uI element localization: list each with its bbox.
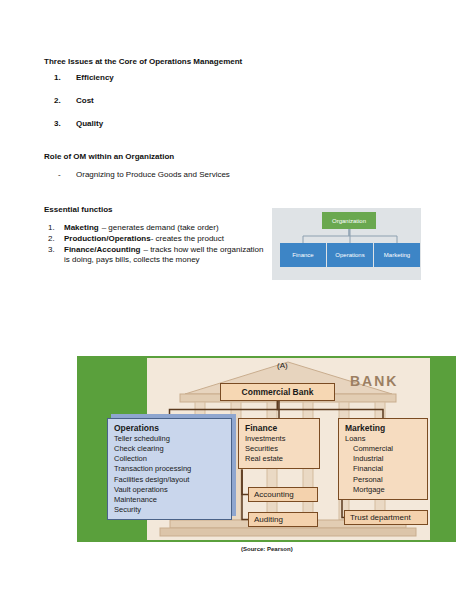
box-title: Marketing (375, 252, 419, 258)
box-title: Commercial Bank (224, 387, 331, 397)
watermark: BANK (350, 373, 398, 389)
box-title: Marketing (345, 423, 421, 434)
document-text: 2. (54, 96, 61, 105)
document-text: Maketing (64, 223, 99, 232)
text-row: 1. (48, 223, 55, 233)
box-title: Trust department (350, 513, 422, 522)
box-title: Finance (245, 423, 313, 434)
box-item: Vault operations (114, 485, 225, 495)
sub-box: Trust department (344, 510, 428, 525)
box-item: Real estate (245, 454, 313, 464)
document-text: Quality (76, 119, 103, 128)
box-item: Securities (245, 444, 313, 454)
box-title: Operations (328, 252, 372, 258)
box-item: Transaction processing (114, 464, 225, 474)
box-item: Mortgage (345, 485, 421, 495)
document-text: 1. (54, 73, 61, 82)
text-row: (A) (277, 361, 288, 371)
department-box: OperationsTeller schedulingCheck clearin… (107, 418, 232, 520)
text-row: - (58, 170, 61, 180)
text-row: BANK (350, 372, 398, 390)
text-row: Quality (76, 119, 103, 129)
green-frame (77, 356, 456, 542)
org-box: Operations (327, 243, 373, 267)
sub-box: Accounting (248, 487, 318, 502)
text-row: Three Issues at the Core of Operations M… (44, 57, 242, 67)
text-row: Finance/Accounting– tracks how well the … (64, 245, 264, 266)
text-row: Cost (76, 96, 94, 106)
document-text: - (58, 170, 61, 179)
text-row: 3. (48, 245, 55, 255)
text-row: Oragnizing to Produce Goods and Services (76, 170, 230, 180)
box-item: Financial (345, 464, 421, 474)
text-row: Efficiency (76, 73, 114, 83)
connector-line (170, 401, 278, 418)
box-title: Organization (323, 218, 375, 224)
org-box: Marketing (374, 243, 420, 267)
bank-box: Commercial Bank (220, 383, 335, 401)
box-item: Loans (345, 434, 421, 444)
department-box: FinanceInvestmentsSecuritiesReal estate (238, 418, 320, 469)
document-text: Oragnizing to Produce Goods and Services (76, 170, 230, 179)
box-title: Finance (281, 252, 325, 258)
sub-box: Auditing (248, 512, 318, 527)
box-title: Auditing (254, 515, 312, 524)
box-item: Maintenance (114, 495, 225, 505)
box-item: Collection (114, 454, 225, 464)
box-item: Industrial (345, 454, 421, 464)
box-item: Facilities design/layout (114, 475, 225, 485)
document-text: 3. (48, 245, 55, 254)
box-item: Check clearing (114, 444, 225, 454)
document-text: Production/Operations (64, 234, 151, 243)
bank-step (160, 528, 416, 536)
text-row: Production/Operations- creates the produ… (64, 234, 264, 244)
document-text: Role of OM within an Organization (44, 152, 174, 161)
text-row: 2. (54, 96, 61, 106)
text-row: Maketing– generates demand (take order) (64, 223, 264, 233)
box-item: Security (114, 505, 225, 515)
box-item: Commercial (345, 444, 421, 454)
box-title: Operations (114, 423, 225, 434)
connector-line (278, 401, 384, 418)
document-text: 2. (48, 234, 55, 243)
document-text: Efficiency (76, 73, 114, 82)
text-row: 3. (54, 119, 61, 129)
document-text: Three Issues at the Core of Operations M… (44, 57, 242, 66)
box-item: Teller scheduling (114, 434, 225, 444)
text-row: (Source: Pearson) (241, 544, 293, 554)
org-box: Organization (322, 212, 376, 229)
department-box: MarketingLoansCommercialIndustrialFinanc… (338, 418, 428, 500)
box-item: Investments (245, 434, 313, 444)
document-text: Essential functios (44, 205, 112, 214)
org-box: Finance (280, 243, 326, 267)
text-row: Essential functios (44, 205, 112, 215)
document-text: – generates demand (take order) (102, 223, 219, 232)
connector-line (303, 229, 349, 243)
text-row: 2. (48, 234, 55, 244)
connector-line (349, 229, 397, 243)
box-title: Accounting (254, 490, 312, 499)
document-text: 3. (54, 119, 61, 128)
document-text: Finance/Accounting (64, 245, 140, 254)
document-text: 1. (48, 223, 55, 232)
box-item: Personal (345, 475, 421, 485)
document-text: (A) (277, 361, 288, 370)
text-row: Role of OM within an Organization (44, 152, 174, 162)
document-text: - creates the product (151, 234, 224, 243)
chart-panel (272, 208, 421, 280)
text-row: 1. (54, 73, 61, 83)
document-text: Cost (76, 96, 94, 105)
source-note: (Source: Pearson) (241, 546, 293, 552)
